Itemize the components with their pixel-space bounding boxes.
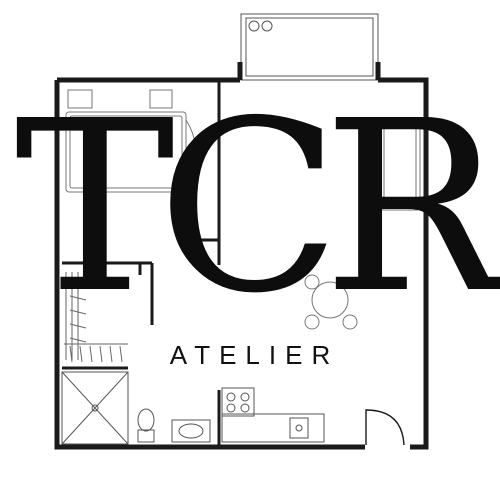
wall-stubs	[138, 238, 219, 325]
sofa-sketch	[304, 119, 421, 330]
entry-door	[365, 409, 405, 446]
toilet-sketch	[137, 408, 155, 443]
logo-monogram: TCR	[14, 70, 500, 345]
logo-subtitle: ATELIER	[169, 340, 340, 370]
interior-walls	[62, 80, 221, 447]
closet-sketch	[64, 272, 128, 363]
kitchen-sketch	[221, 387, 325, 443]
outer-walls	[54, 77, 429, 450]
sink-sketch	[171, 419, 211, 443]
shower-sketch	[61, 371, 129, 445]
bed-sketch	[65, 89, 196, 193]
balcony	[237, 13, 381, 81]
